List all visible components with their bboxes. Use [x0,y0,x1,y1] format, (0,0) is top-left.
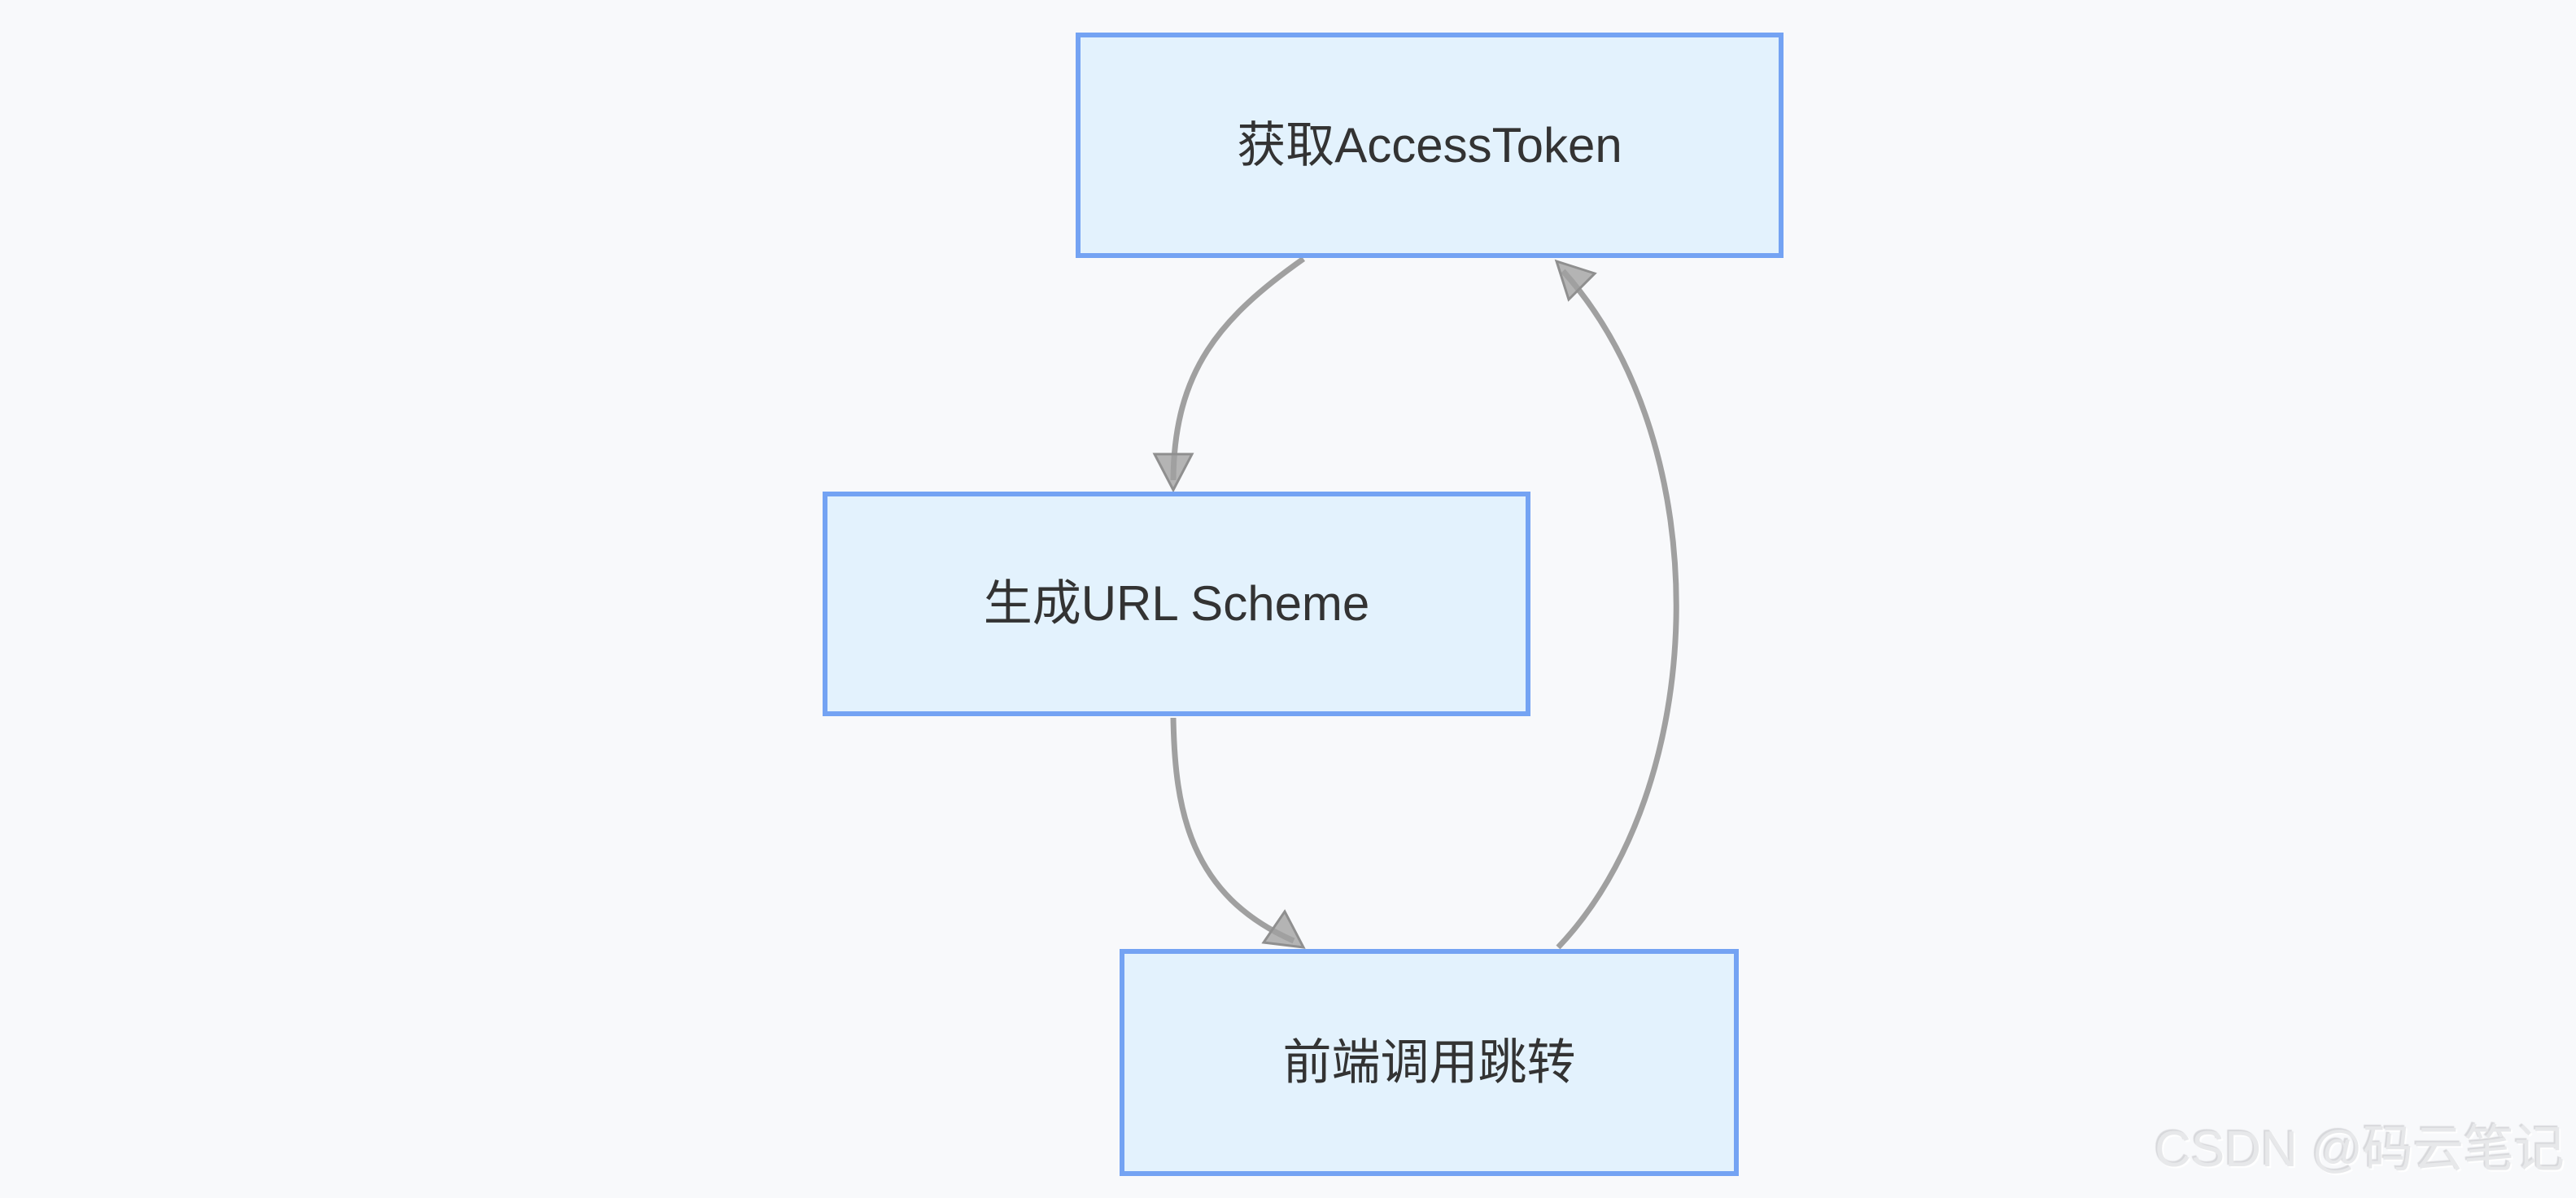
edge-urlscheme-to-frontendjump-line [1170,717,1295,944]
edge-frontendjump-to-accesstoken [1554,259,1679,950]
node-frontend-call-jump-label: 前端调用跳转 [1282,1034,1576,1090]
csdn-watermark: CSDN @码云笔记 [2155,1121,2565,1178]
arrowhead-down-icon [1152,453,1194,493]
arrowhead-down-right-icon [1261,909,1306,949]
edge-urlscheme-to-frontendjump [1170,717,1306,949]
node-generate-url-scheme-label: 生成URL Scheme [983,576,1370,631]
node-get-access-token: 获取AccessToken [1076,33,1784,258]
edge-accesstoken-to-urlscheme-line [1170,256,1306,481]
edge-accesstoken-to-urlscheme [1152,256,1306,493]
edge-frontendjump-to-accesstoken-line [1556,269,1679,950]
node-frontend-call-jump: 前端调用跳转 [1120,949,1739,1176]
node-generate-url-scheme: 生成URL Scheme [823,492,1530,716]
arrowhead-up-left-icon [1554,259,1597,302]
node-get-access-token-label: 获取AccessToken [1237,117,1622,173]
